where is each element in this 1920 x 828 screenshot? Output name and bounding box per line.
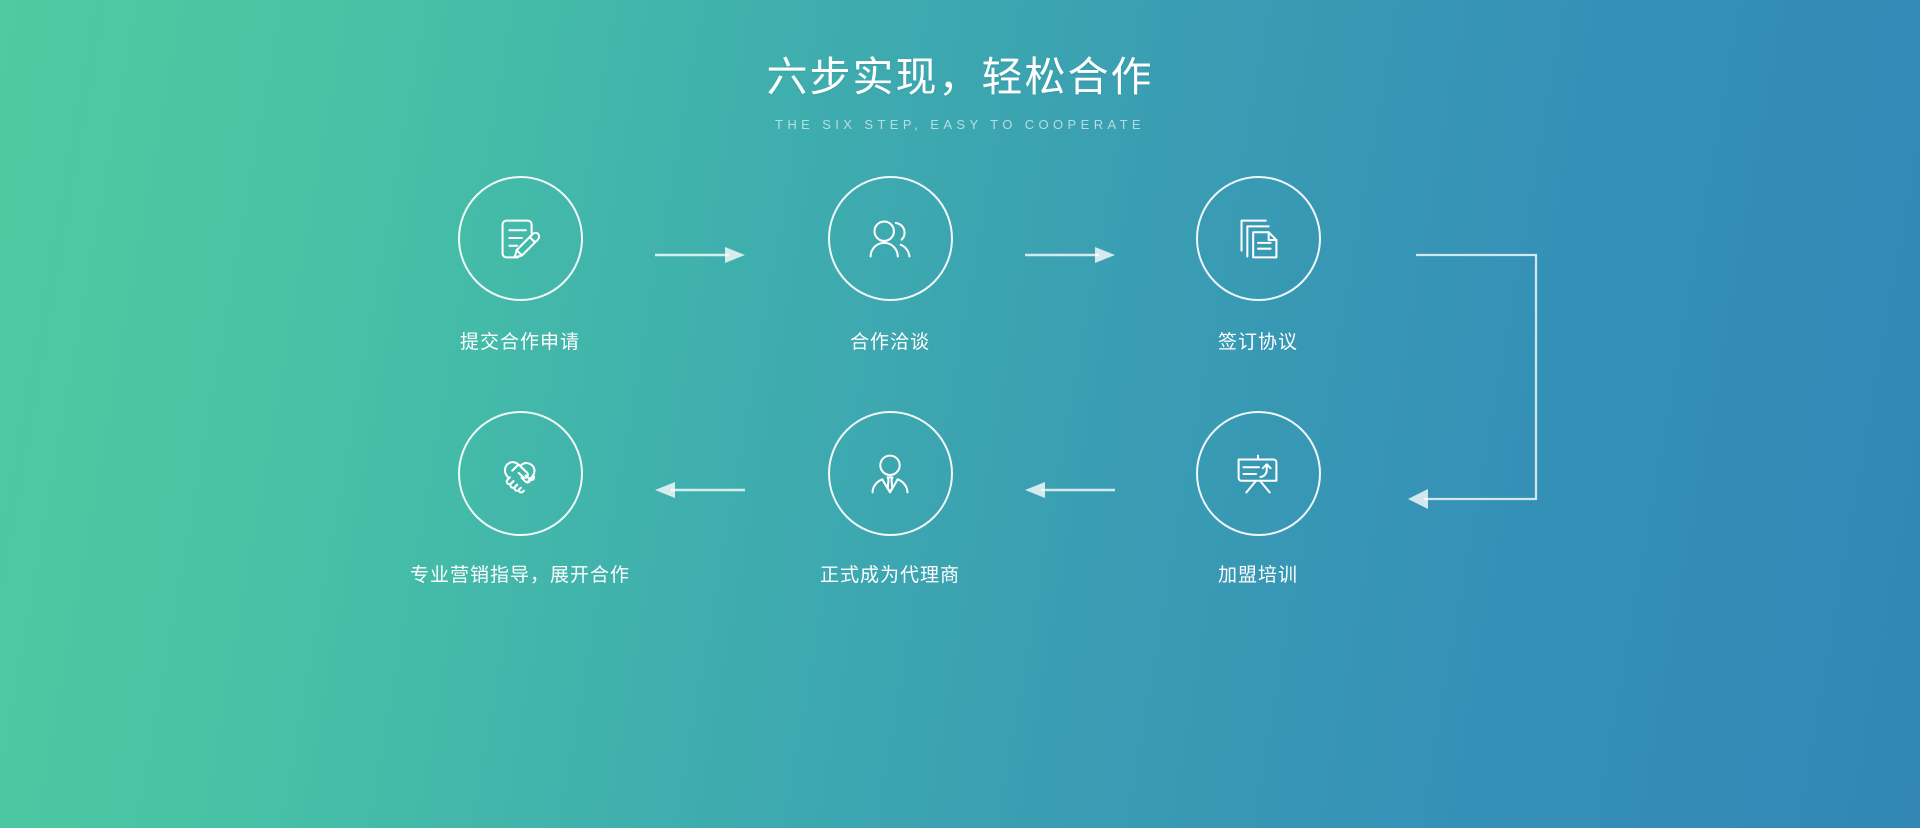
step-item-2[interactable]: 合作洽谈 <box>740 176 1040 354</box>
step-item-1[interactable]: 提交合作申请 <box>370 176 670 354</box>
step-1-circle <box>457 176 583 301</box>
step-2-circle <box>827 176 953 301</box>
document-pencil-icon <box>501 219 541 258</box>
handshake-heart-icon <box>503 460 536 493</box>
page-subtitle: THE SIX STEP, EASY TO COOPERATE <box>775 117 1145 133</box>
arrow-step1-to-step2 <box>655 243 745 267</box>
arrow-step3-to-step4 <box>1402 240 1552 515</box>
step-4-label: 加盟培训 <box>1217 565 1298 586</box>
step-4-circle <box>1195 411 1321 536</box>
step-item-6[interactable]: 专业营销指导，展开合作 <box>370 411 670 587</box>
page-title: 六步实现，轻松合作 <box>766 54 1154 100</box>
step-6-circle <box>457 411 583 536</box>
step-1-label: 提交合作申请 <box>459 332 580 353</box>
arrow-step4-to-step5 <box>1025 478 1115 502</box>
presentation-board-icon <box>1237 454 1278 493</box>
two-people-icon <box>869 220 911 257</box>
step-3-circle <box>1195 176 1321 301</box>
businessman-icon <box>871 454 909 493</box>
stacked-documents-icon <box>1240 219 1278 258</box>
step-6-label: 专业营销指导，展开合作 <box>409 565 630 586</box>
step-item-3[interactable]: 签订协议 <box>1108 176 1408 354</box>
step-3-label: 签订协议 <box>1217 332 1298 353</box>
steps-container: 提交合作申请 合作洽谈 <box>370 176 1430 616</box>
step-2-label: 合作洽谈 <box>849 332 930 353</box>
step-5-label: 正式成为代理商 <box>819 565 960 586</box>
step-item-4[interactable]: 加盟培训 <box>1108 411 1408 587</box>
header: 六步实现，轻松合作 THE SIX STEP, EASY TO COOPERAT… <box>0 52 1920 132</box>
arrow-step5-to-step6 <box>655 478 745 502</box>
arrow-step2-to-step3 <box>1025 243 1115 267</box>
step-5-circle <box>827 411 953 536</box>
step-item-5[interactable]: 正式成为代理商 <box>740 411 1040 587</box>
